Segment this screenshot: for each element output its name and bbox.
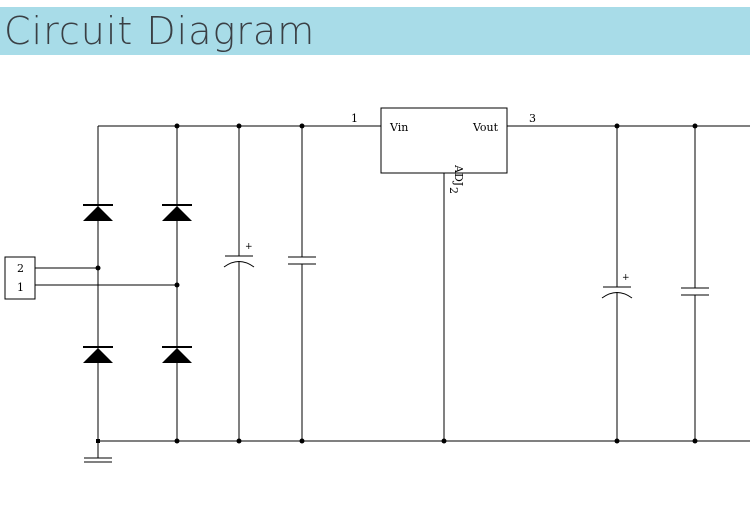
output-ceramic-capacitor: [681, 126, 709, 441]
input-ceramic-capacitor: [288, 126, 316, 441]
diode-right-bottom: [162, 346, 192, 363]
diode-right-top: [162, 204, 192, 221]
regulator-vin-label: Vin: [389, 121, 408, 134]
output-capacitor-polarity: +: [622, 273, 630, 283]
ground-symbol: [84, 441, 112, 463]
output-electrolytic-capacitor: +: [601, 126, 633, 441]
diode-left-bottom: [83, 346, 113, 363]
regulator-vout-label: Vout: [472, 121, 499, 134]
voltage-regulator: Vin Vout 1 3 ADJ 2: [351, 107, 536, 441]
regulator-pin-2-label: 2: [447, 187, 460, 194]
regulator-adj-label: ADJ: [452, 164, 465, 186]
input-electrolytic-capacitor: +: [223, 126, 255, 441]
input-capacitor-polarity: +: [245, 242, 253, 252]
connector-pin-2-label: 2: [17, 262, 24, 275]
regulator-pin-1-label: 1: [351, 112, 358, 125]
diode-left-top: [83, 204, 113, 221]
page-title: Circuit Diagram: [4, 9, 316, 53]
input-connector: 2 1: [4, 256, 177, 300]
header-bar: Circuit Diagram: [0, 7, 750, 55]
regulator-pin-3-label: 3: [529, 112, 536, 125]
connector-pin-1-label: 1: [17, 281, 24, 294]
